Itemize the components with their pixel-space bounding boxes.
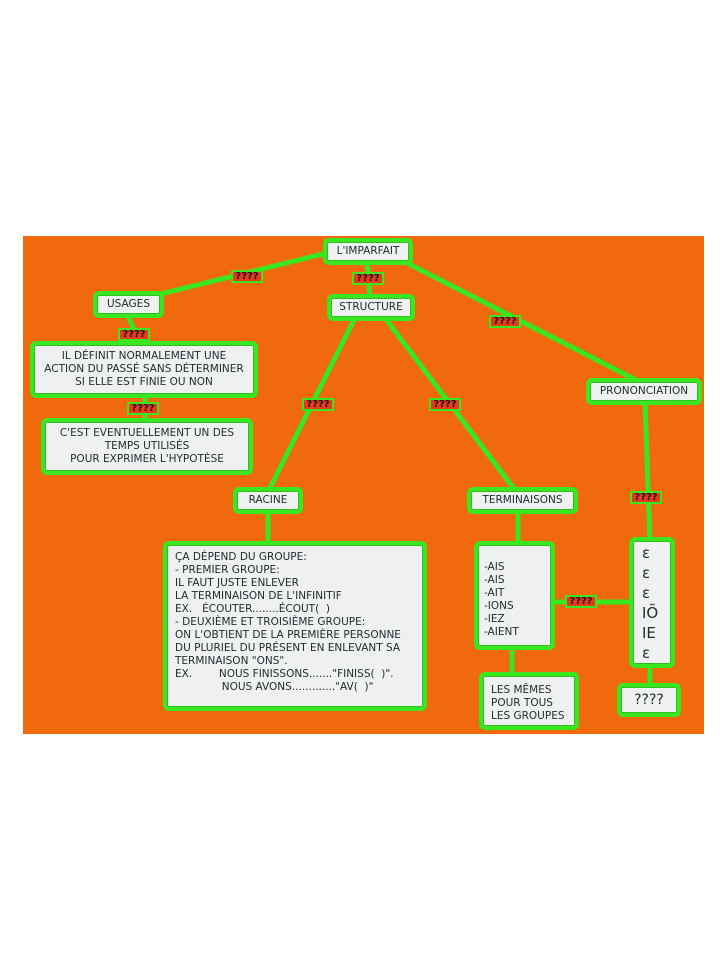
link-label-usage1-usage2[interactable]: ???? bbox=[127, 402, 159, 415]
node-endings-list[interactable]: -AIS -AIS -AIT -IONS -IEZ -AIENT bbox=[474, 541, 555, 650]
link-label-prononciation-sounds[interactable]: ???? bbox=[630, 491, 662, 504]
node-imparfait[interactable]: L'IMPARFAIT bbox=[323, 238, 413, 265]
link-root-prononciation bbox=[402, 259, 643, 385]
link-label-root-structure[interactable]: ???? bbox=[352, 272, 384, 285]
link-label-root-prononciation[interactable]: ???? bbox=[489, 315, 521, 328]
node-unknown-sound[interactable]: ???? bbox=[617, 683, 681, 717]
node-sounds[interactable]: ε ε ε IÕ IE ε bbox=[629, 537, 675, 668]
link-label-structure-racine[interactable]: ???? bbox=[302, 398, 334, 411]
node-racine[interactable]: RACINE bbox=[233, 487, 303, 514]
node-usage-definition[interactable]: IL DÉFINIT NORMALEMENT UNE ACTION DU PAS… bbox=[30, 341, 258, 398]
node-usages[interactable]: USAGES bbox=[93, 291, 164, 318]
link-label-usages-usage1[interactable]: ???? bbox=[118, 328, 150, 341]
node-usage-hypothese[interactable]: C'EST EVENTUELLEMENT UN DES TEMPS UTILIS… bbox=[41, 418, 253, 475]
link-label-root-usages[interactable]: ???? bbox=[231, 270, 263, 283]
node-terminaisons[interactable]: TERMINAISONS bbox=[467, 487, 578, 514]
link-label-structure-terminaisons[interactable]: ???? bbox=[429, 398, 461, 411]
node-same-for-all[interactable]: LES MÊMES POUR TOUS LES GROUPES bbox=[479, 672, 579, 730]
node-prononciation[interactable]: PRONONCIATION bbox=[586, 378, 702, 405]
node-racine-detail[interactable]: ÇA DÉPEND DU GROUPE: - PREMIER GROUPE: I… bbox=[163, 541, 427, 711]
node-structure[interactable]: STRUCTURE bbox=[327, 294, 415, 321]
link-label-endings-sounds[interactable]: ???? bbox=[565, 595, 597, 608]
link-prononciation-sounds bbox=[642, 399, 653, 544]
